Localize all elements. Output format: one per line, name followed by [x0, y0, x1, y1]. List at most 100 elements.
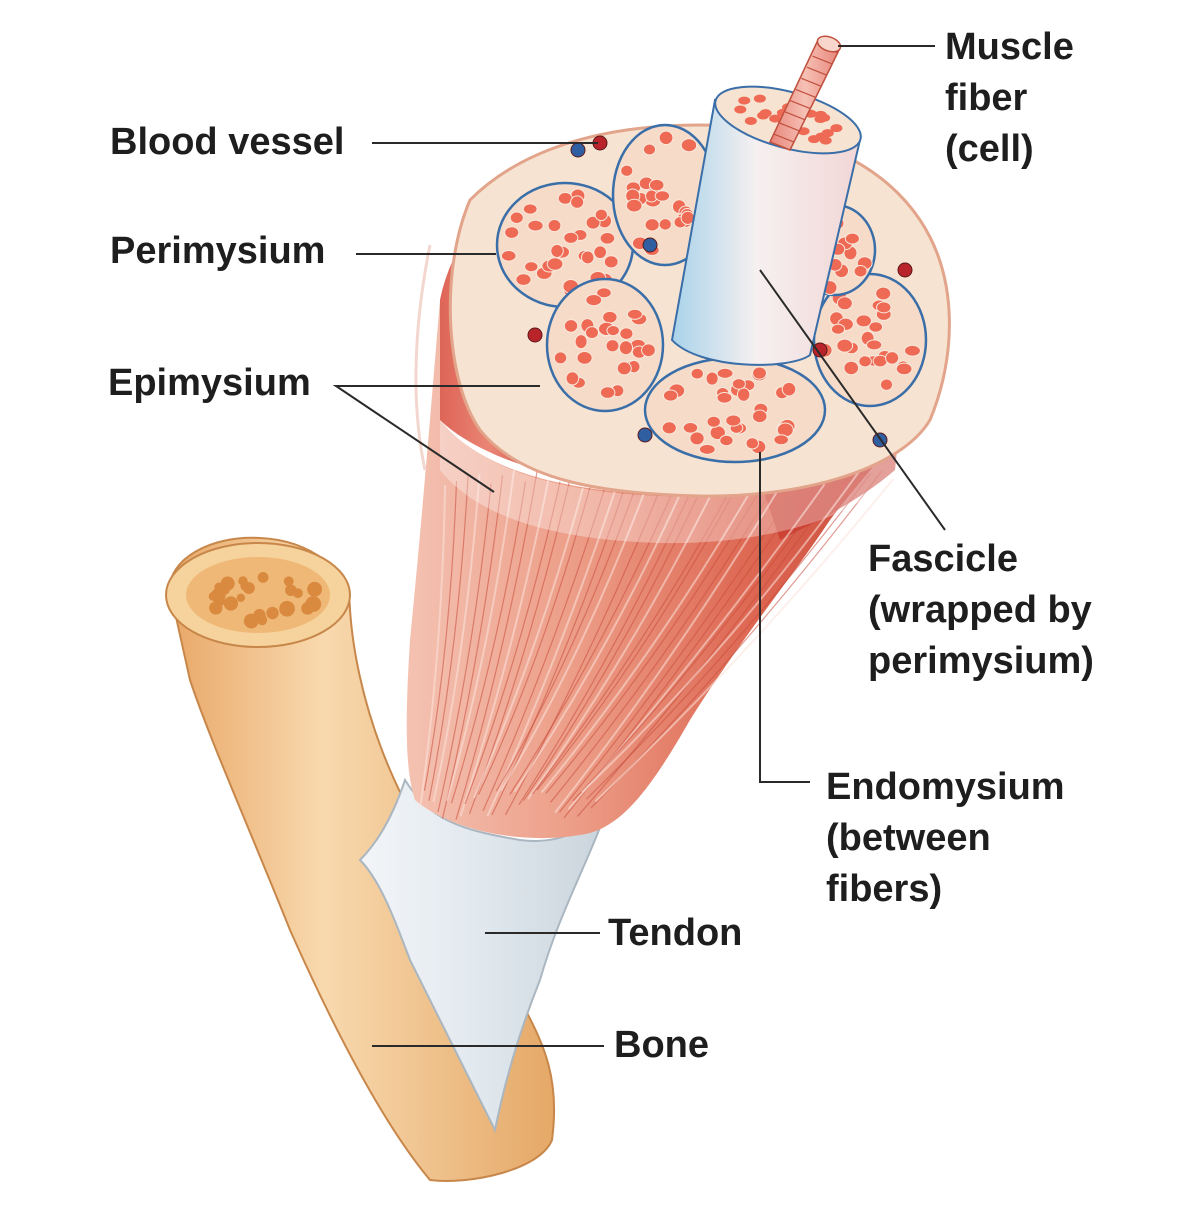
muscle-striation [513, 479, 688, 793]
fiber-dot [879, 378, 894, 391]
label-muscle-fiber-line-3: (cell) [945, 128, 1034, 170]
bone-pore [257, 571, 269, 583]
bone-pore [236, 593, 246, 602]
fiber-dot [654, 190, 671, 202]
muscle-striation [500, 471, 653, 792]
muscle-striation [577, 471, 848, 817]
bone-pore [303, 603, 314, 614]
fiber-dot [690, 367, 704, 380]
blood-vessel [812, 342, 828, 358]
fiber-striation [784, 111, 805, 121]
fiber-dot [736, 387, 751, 402]
fiber-dot [680, 138, 698, 153]
blood-vessel [897, 262, 913, 278]
leader-fascicle [759, 269, 946, 531]
muscle-striation [532, 485, 734, 795]
fiber-dot [855, 314, 872, 328]
fiber-striation [795, 88, 817, 99]
fiber-dot [689, 431, 705, 446]
muscle-striation [545, 477, 768, 794]
fiber-dot [866, 339, 883, 351]
muscle-striation [455, 471, 538, 820]
label-fascicle-line-3: perimysium) [868, 640, 1094, 682]
fiber-dot [836, 296, 853, 311]
fiber-dot [618, 340, 634, 356]
muscle-striation [559, 478, 803, 813]
leader-endomysium [759, 452, 810, 783]
bone-pore [257, 616, 267, 626]
fiber-dot [705, 371, 719, 386]
fiber-dot [596, 287, 612, 299]
muscle-striation [446, 470, 515, 802]
fiber-dot [875, 286, 892, 301]
fiber-dot [550, 244, 564, 258]
fiber-dot [814, 110, 827, 119]
fiber-dot [682, 422, 699, 434]
leader-lines [332, 45, 946, 1047]
fiber-striation [812, 55, 833, 65]
tendon [358, 777, 611, 1134]
label-muscle-fiber-line-1: Muscle [945, 26, 1074, 68]
fiber-dot [821, 129, 834, 138]
fiber-striation [801, 77, 822, 87]
muscle-striation [581, 471, 860, 793]
fiber-dot [500, 250, 517, 262]
fiber-dot [836, 338, 854, 353]
label-fascicle-line-2: (wrapped by [868, 589, 1092, 631]
fiber-dot [716, 367, 734, 379]
muscle-striation [441, 475, 504, 819]
fiber-striation [806, 66, 828, 76]
fiber-dot [504, 226, 520, 239]
fiber-striation [773, 133, 794, 143]
bone-pore [223, 596, 239, 611]
fiber-dot [904, 344, 921, 357]
epimysium-sheath-band [440, 420, 902, 544]
muscle-striation [482, 483, 607, 812]
muscle-striation [550, 479, 780, 803]
fiber-dot [830, 124, 843, 133]
fiber-dot [619, 327, 634, 340]
muscle-striation [536, 473, 745, 791]
muscle-striation [437, 483, 492, 813]
label-blood-vessel: Blood vessel [110, 121, 345, 163]
fiber-dot [602, 310, 618, 324]
muscle-striation [477, 470, 596, 795]
fiber-dot [644, 218, 660, 232]
fiber-dot [509, 211, 524, 224]
label-endomysium-line-2: (between [826, 817, 991, 859]
label-perimysium: Perimysium [110, 230, 326, 272]
fiber-dot [553, 351, 568, 365]
fiber-dot [808, 135, 821, 144]
fiber-dot [662, 389, 679, 402]
fiber-dot [885, 351, 900, 365]
muscle-striation [540, 481, 757, 794]
label-fascicle: Fascicle (wrapped by perimysium) [868, 534, 1094, 687]
fiber-dot [524, 261, 539, 273]
fiber-dot [853, 265, 868, 278]
fiber-dot [585, 215, 601, 230]
blood-vessel [642, 237, 658, 253]
fiber-dot [599, 232, 616, 245]
bone-pore [285, 584, 297, 597]
bone-marrow-pores [208, 571, 323, 629]
bone-pore [283, 576, 294, 587]
fiber-dot [565, 371, 580, 386]
fiber-dot [719, 434, 734, 447]
bone-pore [307, 581, 323, 597]
fiber-dot [585, 293, 603, 307]
fiber-dot [658, 218, 672, 231]
fiber-dot [626, 308, 643, 320]
fiber-dot [698, 443, 716, 455]
fiber-dot [745, 437, 760, 450]
fiber-dot [830, 323, 846, 335]
fiber-dot [563, 319, 579, 333]
fiber-dot [819, 136, 832, 145]
fiber-dot [522, 203, 538, 215]
fiber-dot [620, 164, 634, 177]
muscle-striation [423, 481, 458, 791]
muscle-striation [473, 487, 584, 799]
label-muscle-fiber: Muscle fiber (cell) [945, 22, 1074, 175]
fiber-dot [753, 94, 766, 103]
